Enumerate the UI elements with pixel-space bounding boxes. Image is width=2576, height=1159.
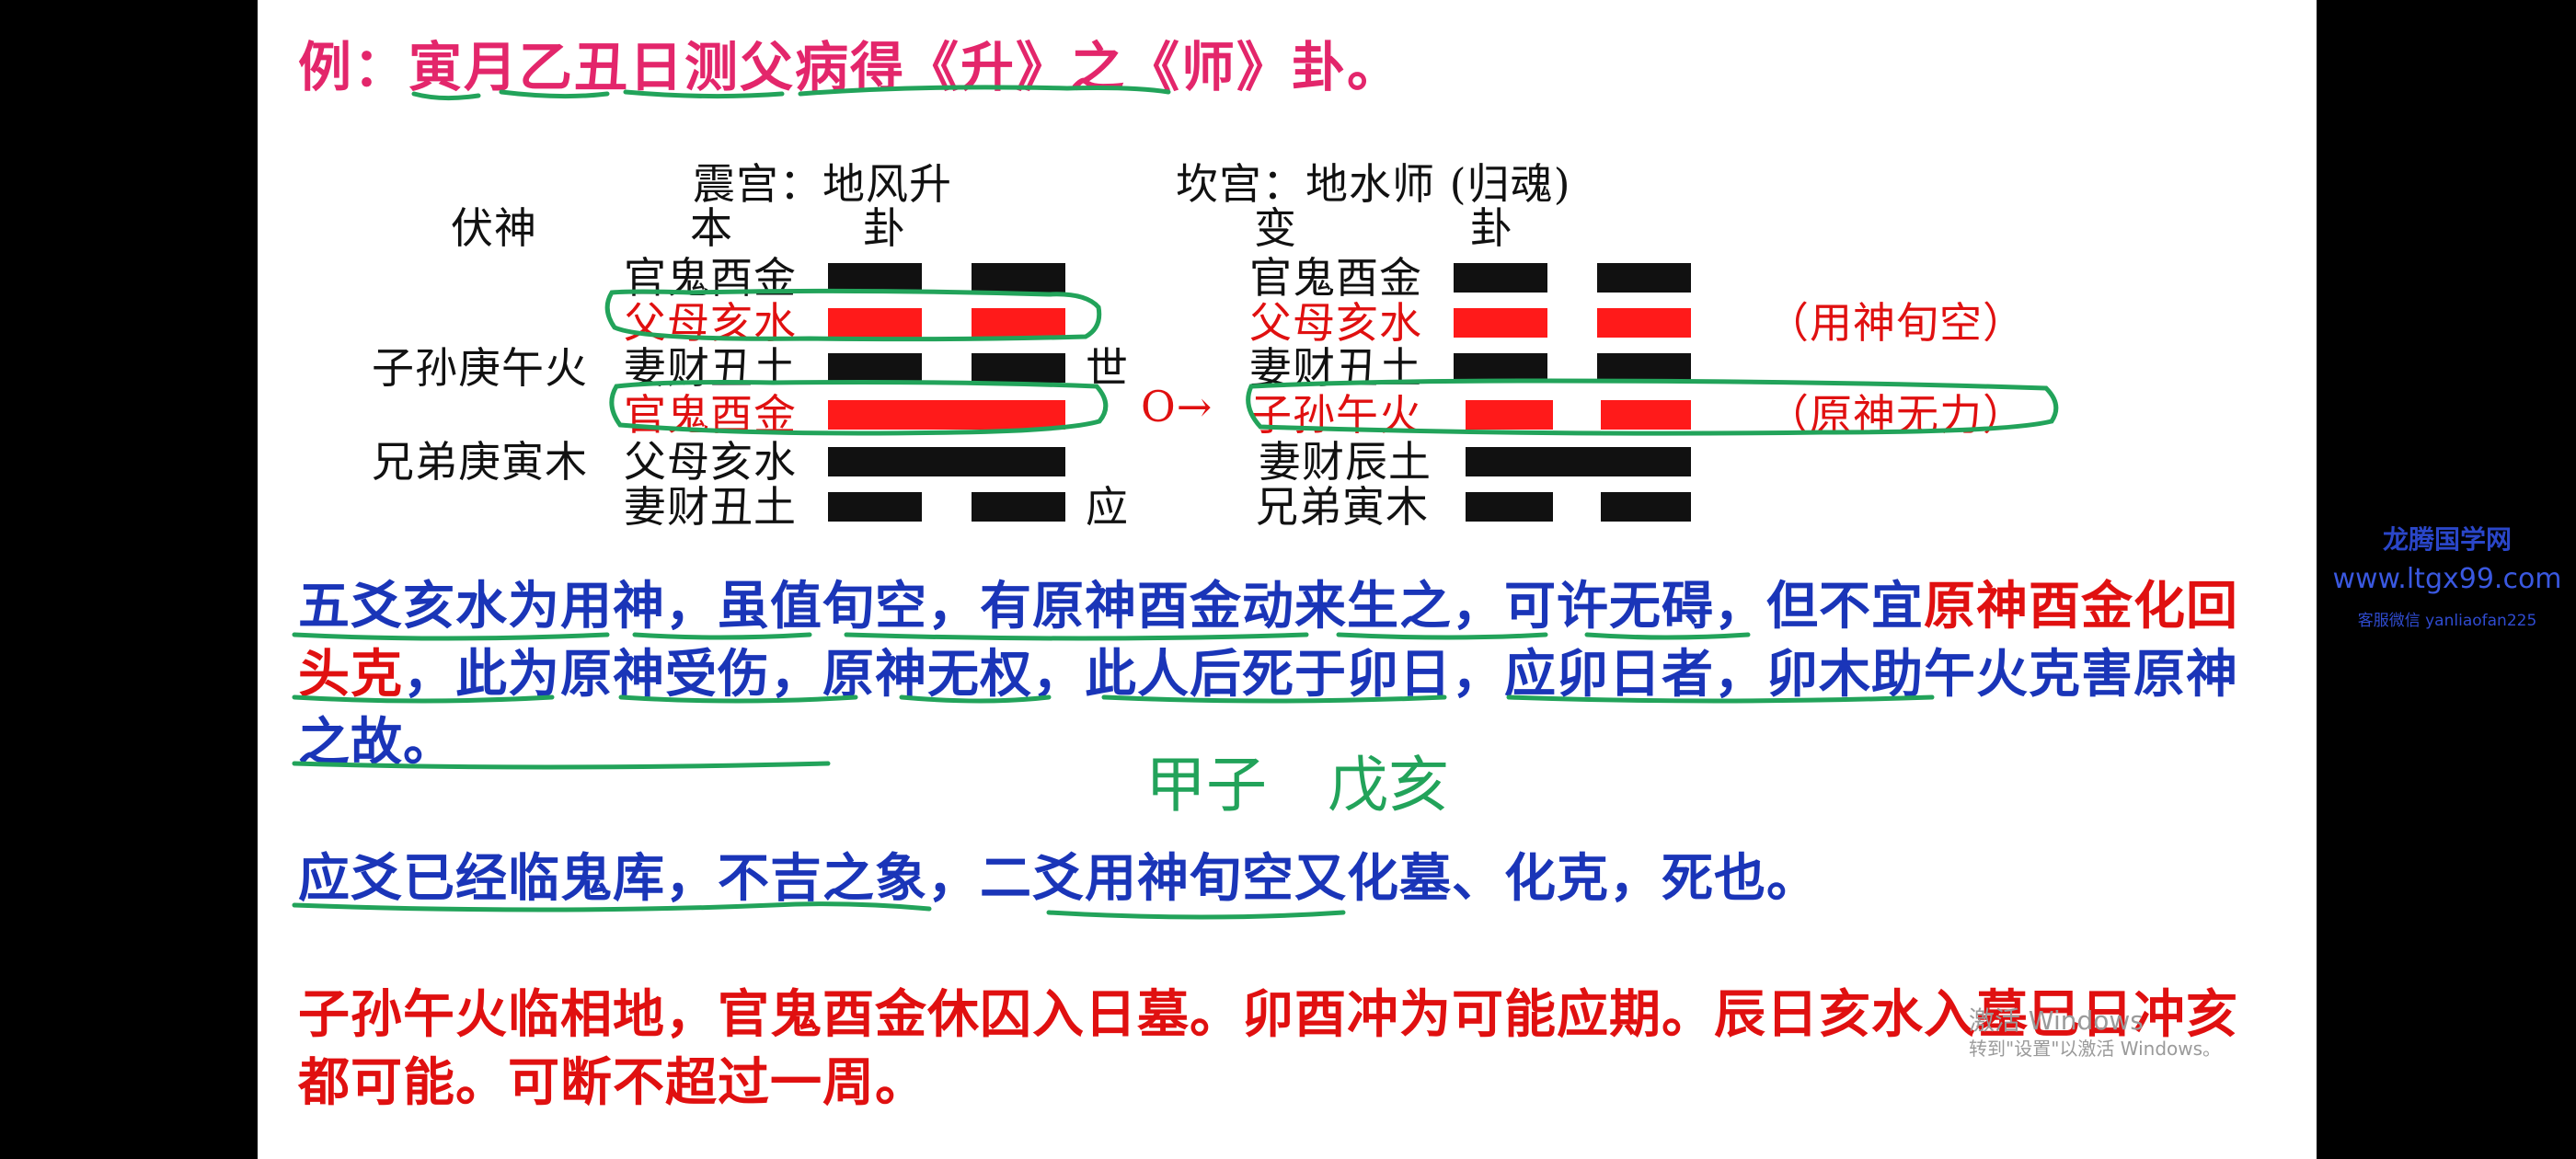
yin-line [1454, 353, 1691, 383]
shi-mark: 世 [1086, 343, 1129, 393]
paragraph-analysis-part3: ，此为原神受伤，原神无权，此人后死于卯日，应卯日者，卯木助午火克害原神之故。 [298, 644, 2238, 773]
ben-palace-header: 震宫：地风升 [693, 159, 952, 209]
yang-line [828, 447, 1065, 476]
ben-line-label: 妻财丑土 [624, 482, 797, 532]
yang-line [1466, 447, 1691, 476]
watermark-url: www.ltgx99.com [2332, 563, 2562, 595]
windows-watermark-title: 激活 Windows [1969, 1005, 2144, 1036]
yin-line [828, 353, 1065, 383]
yin-line [1466, 492, 1691, 522]
ben-line-label: 父母亥水 [624, 437, 797, 487]
bian-line-label: 妻财辰土 [1259, 437, 1432, 487]
slide-title: 例：寅月乙丑日测父病得《升》之《师》卦。 [298, 36, 1403, 98]
windows-watermark-sub: 转到"设置"以激活 Windows。 [1969, 1038, 2222, 1060]
ben-gua-header: 本 卦 [690, 203, 906, 253]
paragraph-conclusion: 子孙午火临相地，官鬼酉金休囚入日墓。卯酉冲为可能应期。辰日亥水入墓巳日冲亥都可能… [298, 984, 2238, 1113]
yin-line [1466, 400, 1691, 430]
paragraph-analysis-part2: 原神酉金化回头克 [298, 576, 2238, 705]
bian-line-label: 父母亥水 [1249, 298, 1422, 348]
paragraph-analysis-part1: 五爻亥水为用神，虽值旬空，有原神酉金动来生之，可许无碍，但不宜 [298, 576, 1924, 637]
yin-line [1454, 263, 1691, 293]
note-yuanshen: （原神无力） [1766, 390, 2026, 440]
fushen-item: 子孙庚午火 [372, 343, 588, 393]
ying-mark: 应 [1086, 482, 1129, 532]
bian-line-label: 官鬼酉金 [1249, 253, 1422, 303]
paragraph-ying: 应爻已经临鬼库，不吉之象，二爻用神旬空又化墓、化克，死也。 [298, 848, 1819, 909]
paragraph-analysis: 五爻亥水为用神，虽值旬空，有原神酉金动来生之，可许无碍，但不宜原神酉金化回头克，… [298, 572, 2285, 776]
bian-palace-header: 坎宫：地水师 (归魂) [1176, 159, 1571, 209]
moving-mark: O→ [1141, 382, 1213, 431]
yin-line [828, 308, 1065, 338]
yin-line [828, 492, 1065, 522]
bian-gua-header: 变 卦 [1254, 203, 1513, 253]
bian-line-label: 兄弟寅木 [1256, 482, 1429, 532]
handwriting: 甲子 戊亥 [1145, 750, 1449, 820]
note-yongshen: （用神旬空） [1766, 298, 2026, 348]
fushen-item: 兄弟庚寅木 [372, 437, 588, 487]
yin-line [828, 263, 1065, 293]
watermark-name: 龙腾国学网 [2382, 524, 2512, 555]
fushen-header: 伏神 [451, 203, 537, 253]
watermark-contact: 客服微信 yanliaofan225 [2357, 612, 2537, 630]
yang-line [828, 400, 1065, 430]
slide: 例：寅月乙丑日测父病得《升》之《师》卦。 震宫：地风升 坎宫：地水师 (归魂) … [258, 0, 2317, 1159]
yin-line [1454, 308, 1691, 338]
